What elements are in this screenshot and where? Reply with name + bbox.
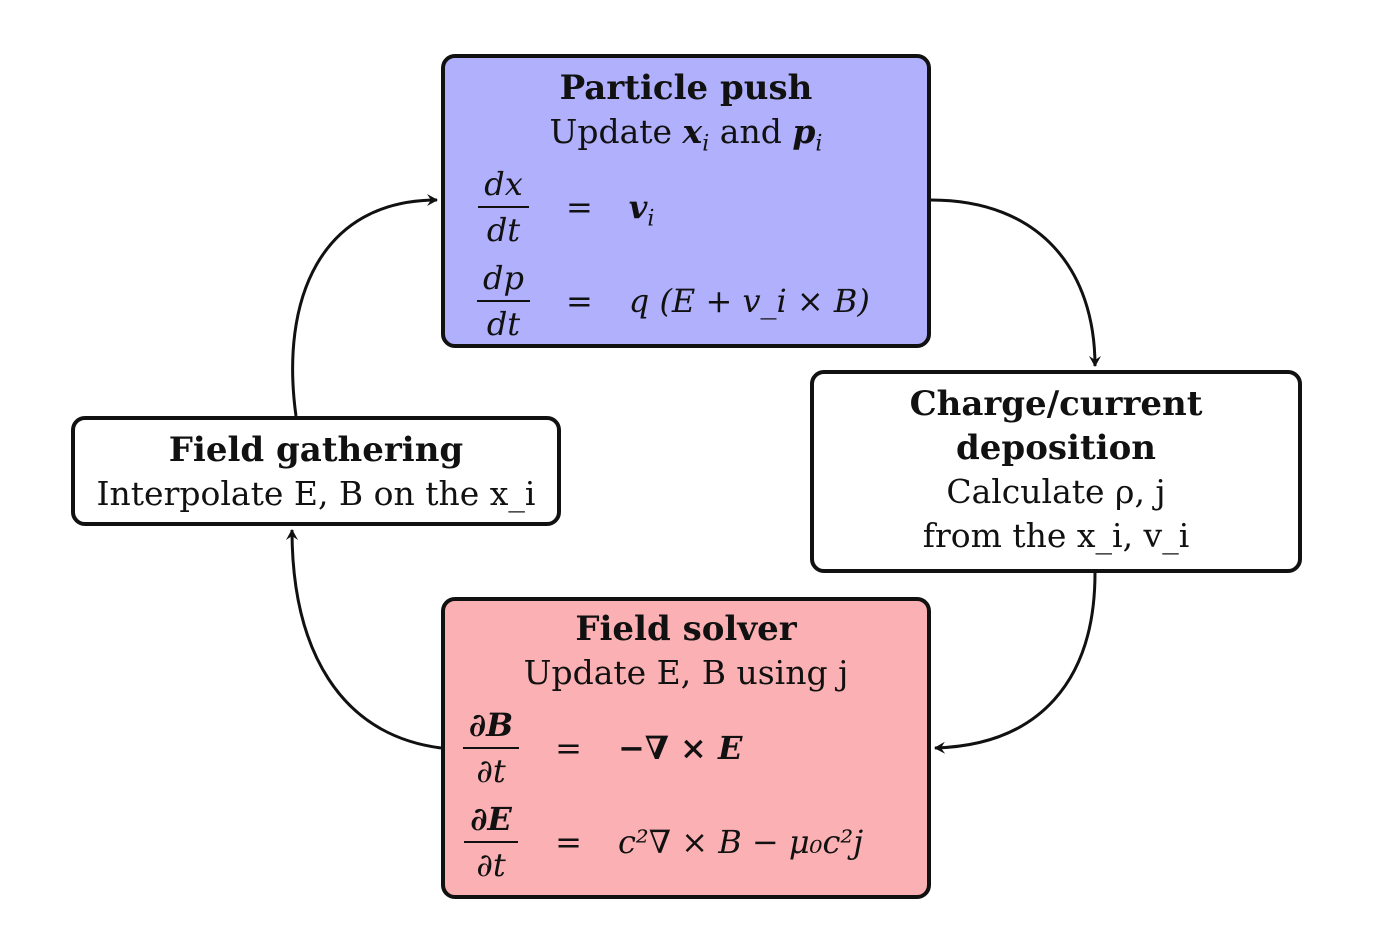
eq1-numerator: dx xyxy=(478,164,529,208)
particle-push-subtitle: Update xi and pi xyxy=(549,112,823,157)
eq2-numerator: dp xyxy=(477,258,530,302)
deposition-from: from the x_i, v_i xyxy=(922,516,1190,555)
deposition-calculate: Calculate ρ, j xyxy=(946,472,1166,511)
equation-dE-dt: ∂E∂t = c²∇ × B − μ₀c²j xyxy=(453,795,873,889)
arrow-deposition-to-solver xyxy=(934,572,1097,754)
deposition-title-line2: deposition xyxy=(956,428,1156,468)
arrow-gathering-to-push xyxy=(291,194,438,417)
arrow-push-to-deposition xyxy=(930,198,1101,367)
field-gathering-box: Field gathering Interpolate E, B on the … xyxy=(71,416,561,526)
field-solver-equations: ∂B∂t = −∇ × E ∂E∂t = c²∇ × B − μ₀c²j xyxy=(453,701,873,889)
eq2-rhs: q (E + v_i × B) xyxy=(628,282,870,320)
charge-current-deposition-box: Charge/current deposition Calculate ρ, j… xyxy=(810,370,1302,573)
solver-eq2-rhs: c²∇ × B − μ₀c²j xyxy=(617,823,864,861)
field-gathering-title: Field gathering xyxy=(168,430,464,470)
solver-eq1-rhs: −∇ × E xyxy=(617,729,743,767)
arrow-solver-to-gathering xyxy=(286,529,442,750)
particle-push-title: Particle push xyxy=(559,68,813,108)
solver-eq2-numerator: ∂E xyxy=(464,799,518,843)
solver-eq1-denominator: ∂t xyxy=(476,752,506,790)
field-solver-subtitle: Update E, B using j xyxy=(523,653,849,692)
field-gathering-description: Interpolate E, B on the x_i xyxy=(96,474,536,513)
deposition-title-line1: Charge/current xyxy=(909,384,1203,424)
solver-eq1-numerator: ∂B xyxy=(463,705,520,749)
field-solver-title: Field solver xyxy=(575,609,797,649)
eq2-denominator: dt xyxy=(486,305,521,343)
eq1-denominator: dt xyxy=(486,211,521,249)
eq1-rhs: v xyxy=(628,188,648,226)
equation-dB-dt: ∂B∂t = −∇ × E xyxy=(453,701,873,795)
solver-eq2-denominator: ∂t xyxy=(476,846,506,884)
field-solver-box: Field solver Update E, B using j ∂B∂t = … xyxy=(441,597,931,899)
